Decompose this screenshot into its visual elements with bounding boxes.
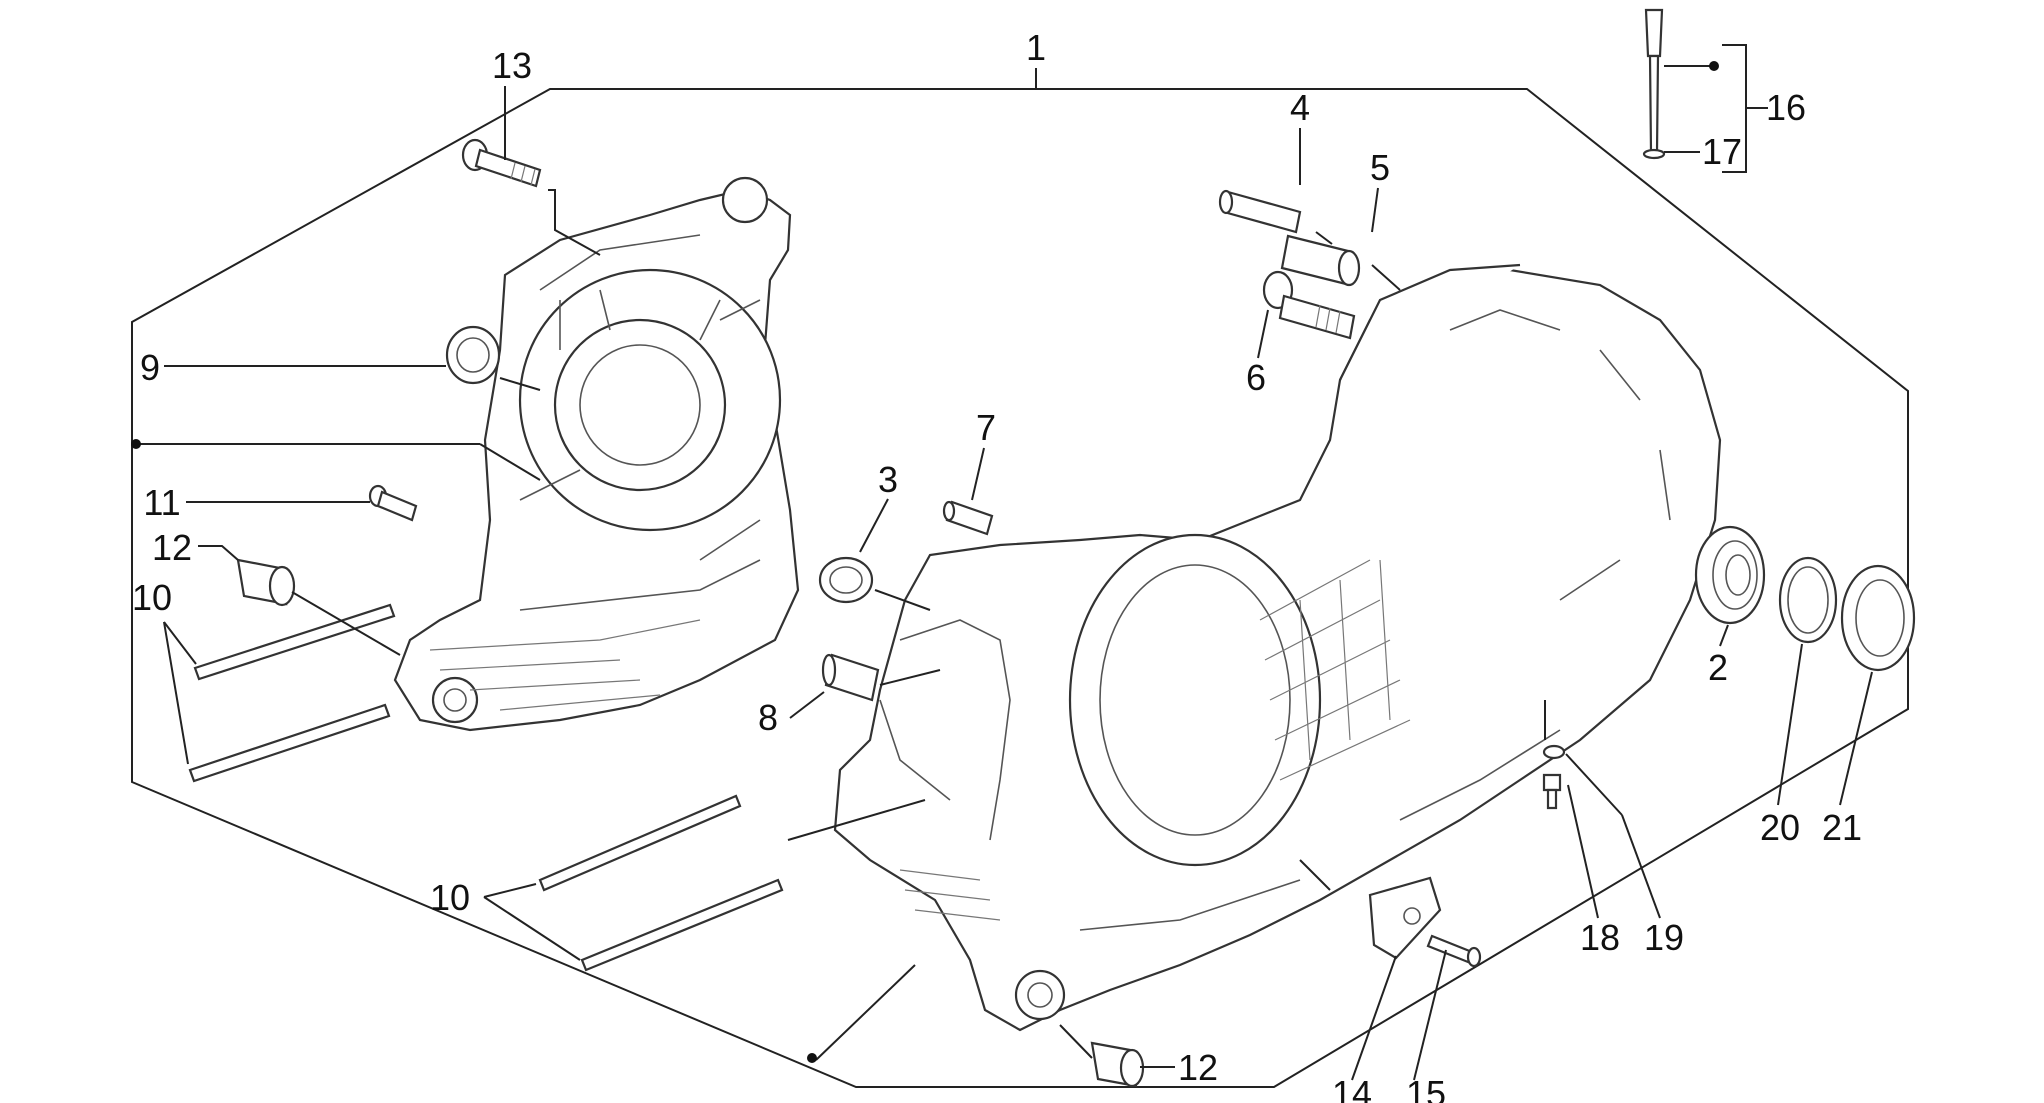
dot-ref-9	[131, 439, 141, 449]
callout-17: 17	[1702, 131, 1742, 172]
part-10-studs-bottom	[538, 794, 784, 972]
callout-1: 1	[1026, 27, 1046, 68]
callout-15: 15	[1406, 1073, 1446, 1103]
part-12-silent-block-left	[236, 558, 296, 607]
part-18-screw	[1542, 773, 1562, 810]
part-8-bush	[821, 653, 880, 702]
part-20-circlip	[1778, 556, 1838, 644]
callout-19: 19	[1644, 917, 1684, 958]
callout-5: 5	[1370, 147, 1390, 188]
callout-4: 4	[1290, 87, 1310, 128]
callout-7: 7	[976, 407, 996, 448]
callout-12-left: 12	[152, 527, 192, 568]
dot-ref-bottom	[807, 1053, 817, 1063]
part-19-washer	[1542, 744, 1566, 760]
right-crankcase-half	[833, 263, 1722, 1032]
part-12-silent-block-bottom	[1090, 1041, 1145, 1088]
callout-14: 14	[1332, 1073, 1372, 1103]
part-7-dowel-pin	[942, 500, 994, 536]
callout-13: 13	[492, 45, 532, 86]
callout-18: 18	[1580, 917, 1620, 958]
callout-11: 11	[143, 482, 180, 523]
callout-9: 9	[140, 347, 160, 388]
part-16-dipstick	[1642, 8, 1666, 160]
callout-20: 20	[1760, 807, 1800, 848]
dot-ref-16	[1709, 61, 1719, 71]
callout-10-bottom: 10	[430, 877, 470, 918]
callout-6: 6	[1246, 357, 1266, 398]
part-3-bearing	[818, 556, 874, 604]
part-14-bracket	[1368, 876, 1442, 960]
part-15-screw	[1426, 934, 1482, 968]
callout-10-left: 10	[132, 577, 172, 618]
part-6-screw	[1262, 270, 1356, 340]
leader-lines	[140, 44, 1873, 1081]
callout-8: 8	[758, 697, 778, 738]
part-21-oil-seal	[1840, 564, 1916, 672]
part-4-dowel-pin	[1218, 189, 1302, 234]
part-13-bolt	[461, 138, 542, 188]
callout-16: 16	[1766, 87, 1806, 128]
callout-21: 21	[1822, 807, 1862, 848]
part-11-dowel-pin	[368, 484, 418, 522]
part-2-bearing	[1694, 525, 1766, 625]
part-9-seal	[445, 325, 501, 385]
part-10-studs-left	[188, 603, 396, 783]
left-crankcase-half	[393, 176, 800, 732]
callout-12-bottom: 12	[1178, 1047, 1218, 1088]
callout-2: 2	[1708, 647, 1728, 688]
part-5-bush	[1280, 234, 1361, 287]
assembly-outline	[131, 88, 1909, 1088]
callout-3: 3	[878, 459, 898, 500]
